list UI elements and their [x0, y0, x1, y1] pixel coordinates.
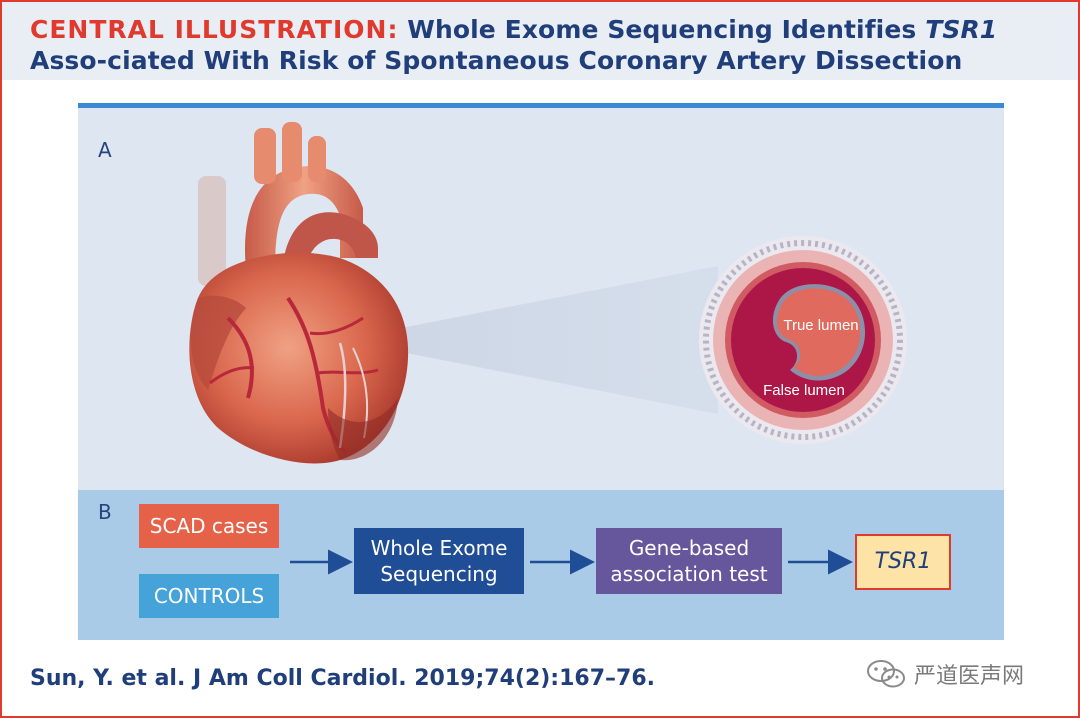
- gene-based-association-box: Gene-based association test: [596, 528, 782, 594]
- whole-exome-sequencing-box: Whole Exome Sequencing: [354, 528, 524, 594]
- title-gene: TSR1: [925, 15, 998, 44]
- wes-line2: Sequencing: [380, 562, 498, 586]
- false-lumen-label: False lumen: [763, 382, 845, 399]
- tsr1-result-label: TSR1: [874, 549, 932, 574]
- heart-artery-illustration: True lumen False lumen: [189, 122, 907, 464]
- controls-label: CONTROLS: [153, 584, 265, 608]
- gba-line2: association test: [610, 562, 768, 586]
- scad-cases-label: SCAD cases: [149, 514, 269, 538]
- panel-b: B SCAD cases CONTROLS Whole Exome Sequen…: [78, 490, 1004, 640]
- title-part1: Whole Exome Sequencing Identifies: [407, 15, 917, 44]
- panel-a: A: [78, 103, 1004, 492]
- tsr1-result-box: TSR1: [855, 534, 951, 590]
- wechat-logo-icon: [867, 660, 905, 688]
- wes-line1: Whole Exome: [370, 536, 508, 560]
- watermark-text: 严道医声网: [914, 664, 1025, 689]
- citation: Sun, Y. et al. J Am Coll Cardiol. 2019;7…: [30, 666, 656, 691]
- panel-a-label: A: [98, 138, 112, 162]
- title-part2: Asso-ciated With Risk of Spontaneous Cor…: [30, 46, 963, 75]
- watermark: 严道医声网: [866, 652, 1056, 696]
- panel-b-label: B: [98, 500, 112, 524]
- heart-illustration: [189, 122, 409, 464]
- artery-cross-section: True lumen False lumen: [699, 236, 907, 444]
- controls-box: CONTROLS: [139, 574, 279, 618]
- zoom-beam: [340, 266, 718, 414]
- title-lead: CENTRAL ILLUSTRATION:: [30, 15, 399, 44]
- gba-line1: Gene-based: [628, 536, 750, 560]
- header-band: CENTRAL ILLUSTRATION: Whole Exome Sequen…: [2, 2, 1078, 80]
- flow-arrows: [290, 549, 853, 575]
- scad-cases-box: SCAD cases: [139, 504, 279, 548]
- page-title: CENTRAL ILLUSTRATION: Whole Exome Sequen…: [30, 14, 1060, 76]
- true-lumen-label: True lumen: [783, 317, 858, 334]
